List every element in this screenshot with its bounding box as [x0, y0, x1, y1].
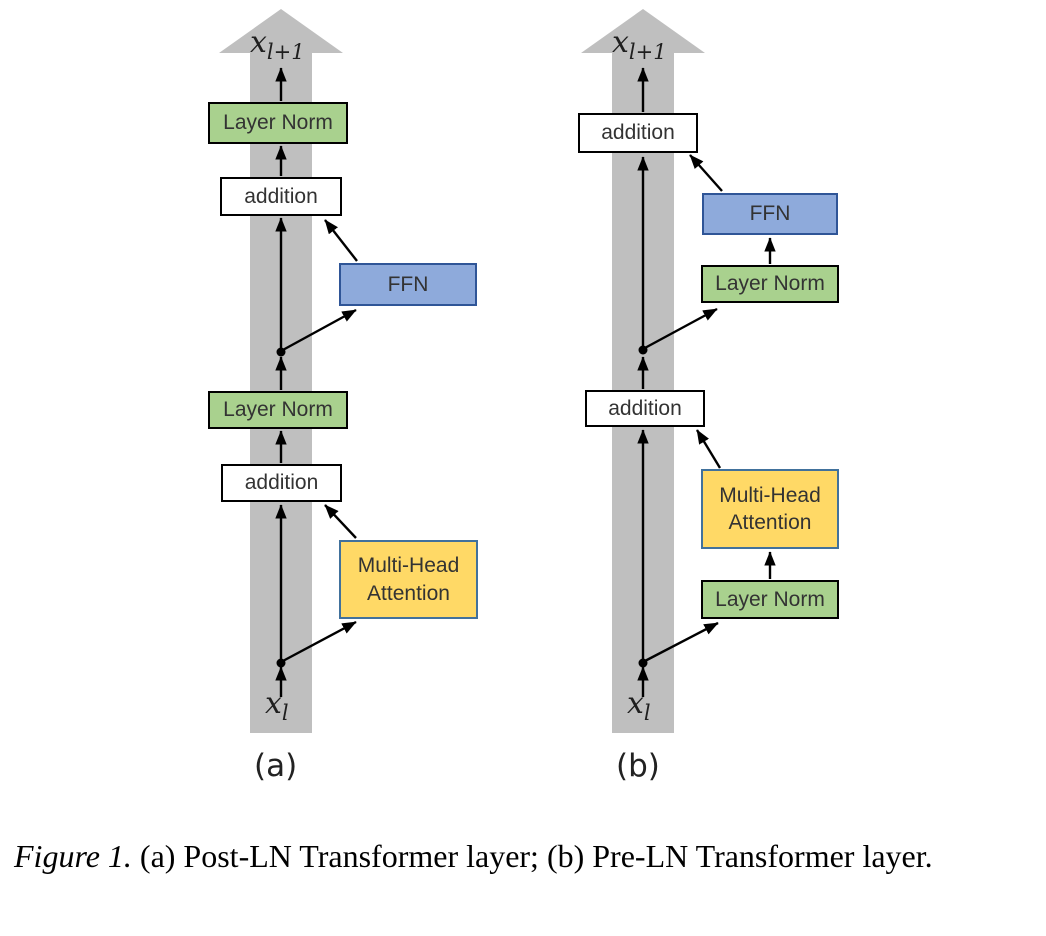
layer-norm-box-a-top: Layer Norm	[208, 102, 348, 144]
arrow-ffn-to-addition-b	[689, 154, 723, 192]
output-label-b-base: x	[612, 25, 629, 60]
multi-head-attention-box-a: Multi-Head Attention	[339, 540, 478, 619]
arrow-ffn-to-addition-a	[324, 219, 358, 262]
input-label-b-subscript: l	[643, 701, 651, 725]
addition-box-a-bottom: addition	[221, 464, 342, 502]
subfigure-label-b: (b)	[616, 748, 660, 784]
arrow-dot-to-ln-upper-b	[642, 307, 718, 351]
connectors-a	[275, 67, 358, 697]
branch-dot-a-upper	[276, 347, 286, 357]
addition-box-b-mid: addition	[585, 390, 705, 427]
addition-box-b-top: addition	[578, 113, 698, 153]
arrow-mha-to-addition2-a	[324, 504, 357, 539]
branch-dot-b-upper	[638, 345, 648, 355]
arrow-dot-to-mha-a	[280, 620, 357, 664]
layer-norm-box-b-lower: Layer Norm	[701, 580, 839, 619]
input-label-a: xl	[265, 686, 289, 724]
output-label-a: xl+1	[250, 25, 305, 63]
arrow-dot-to-ln-lower-b	[642, 621, 719, 664]
addition-box-a-top: addition	[220, 177, 342, 216]
input-label-b: xl	[627, 686, 651, 724]
multi-head-attention-box-b: Multi-Head Attention	[701, 469, 839, 549]
output-label-b-subscript: l+1	[628, 40, 667, 64]
layer-norm-box-b-upper: Layer Norm	[701, 265, 839, 303]
arrow-branch-to-ffn-a	[280, 308, 357, 353]
ffn-box-a: FFN	[339, 263, 477, 306]
connectors-b	[637, 67, 776, 697]
subfigure-label-a: (a)	[254, 748, 298, 784]
layer-norm-box-a-bottom: Layer Norm	[208, 391, 348, 429]
diagram-wires	[219, 9, 776, 733]
output-label-a-subscript: l+1	[266, 40, 305, 64]
caption-body: (a) Post-LN Transformer layer; (b) Pre-L…	[131, 838, 933, 874]
input-label-b-base: x	[627, 686, 644, 721]
output-label-b: xl+1	[612, 25, 667, 63]
ffn-box-b: FFN	[702, 193, 838, 235]
branch-dot-a-lower	[276, 658, 286, 668]
arrow-mha-to-addition-b	[695, 429, 722, 469]
input-label-a-base: x	[265, 686, 282, 721]
figure-caption: Figure 1. (a) Post-LN Transformer layer;…	[14, 834, 1014, 879]
input-label-a-subscript: l	[281, 701, 289, 725]
caption-prefix: Figure 1.	[14, 838, 132, 874]
output-label-a-base: x	[250, 25, 267, 60]
branch-dot-b-lower	[638, 658, 648, 668]
